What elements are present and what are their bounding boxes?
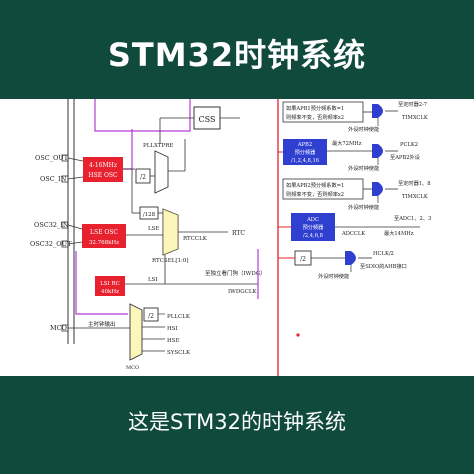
pin-osc32-in: OSC32_IN (34, 221, 69, 229)
adc-prescaler-box (291, 213, 335, 241)
ext-enable-1: 外设时钟使能 (348, 125, 379, 133)
apb2-prescaler-box (283, 139, 327, 165)
ext-enable-4: 外设时钟使能 (318, 272, 349, 280)
red-dot (296, 333, 300, 337)
ext-enable-2: 外设时钟使能 (348, 164, 379, 172)
title-banner: STM32时钟系统 (0, 0, 474, 99)
apb2-pre-l1: APB2 (297, 142, 312, 148)
osc32-in-wire (67, 224, 83, 230)
div2-b-box (143, 307, 159, 322)
lsi-rc-label-2: 40kHz (101, 289, 119, 295)
div128-label: /128 (143, 212, 156, 218)
mco-sysclk: SYSCLK (167, 350, 191, 356)
pin-mco: MCO (50, 324, 67, 332)
lsi-rc-label-1: LSI RC (100, 281, 120, 287)
timer27-label: 至定时器2-7 (398, 100, 427, 108)
div2-c-label: /2 (300, 256, 306, 263)
lse-osc-box (82, 224, 126, 248)
div2-a-label: /2 (140, 174, 146, 181)
iwdg-label: 至独立看门狗（IWDG） (205, 269, 266, 277)
max14-label: 最大14MHz (384, 229, 414, 237)
apb2-note-1: 如果APB2预分频系数=1 (286, 181, 344, 189)
clock-tree-diagram: OSC_OUT OSC_IN OSC32_IN OSC32_OUT MCO 4-… (0, 99, 474, 376)
and-gate-1 (372, 104, 383, 118)
pllxtpre-label: PLLXTPRE (143, 143, 173, 149)
and-gate-3 (372, 182, 383, 196)
mco-hsi: HSI (167, 326, 178, 332)
osc-out-wire (67, 157, 84, 162)
timxclk-1: TIMXCLK (402, 115, 428, 121)
lse-label: LSE (148, 226, 159, 232)
mco-bottom-label: MCO (126, 365, 139, 371)
adc-pre-l2: 预分频器 (303, 223, 325, 231)
timer18-label: 至定时器1、8 (398, 179, 431, 187)
css-label: CSS (199, 115, 216, 124)
rtc-mux (162, 208, 179, 256)
adc-pre-l1: ADC (306, 217, 319, 223)
purple-path-1 (94, 99, 191, 132)
adc-pre-l3: /2,4,6,8 (303, 233, 323, 239)
timxclk-2: TIMXCLK (402, 194, 428, 200)
apb2-note-2: 则频率不变，否则频率x2 (286, 190, 344, 198)
and-gate-4 (345, 251, 356, 265)
ext-enable-3: 外设时钟使能 (348, 203, 379, 211)
adcclk-label: ADCCLK (341, 231, 365, 237)
lsi-rc-box (95, 276, 125, 296)
mco-mux (129, 303, 143, 361)
clock-tree-svg: OSC_OUT OSC_IN OSC32_IN OSC32_OUT MCO 4-… (30, 99, 431, 376)
purple-path-2 (123, 129, 133, 170)
rtc-label: RTC (232, 230, 245, 237)
pin-osc-out: OSC_OUT (35, 154, 69, 162)
purple-mco-path (75, 251, 128, 315)
mco-hse: HSE (167, 338, 180, 344)
iwdgclk-label: IWDGCLK (228, 289, 257, 295)
rtc-mux-fill (163, 209, 178, 255)
to-sdio-label: 至SDIO的AHB接口 (360, 262, 407, 270)
to-adc-label: 至ADC1、2、3 (394, 215, 431, 222)
osc32-out-wire (67, 241, 83, 245)
div2-b-label: /2 (148, 313, 154, 320)
apb1-note-2: 则频率不变，否则频率x2 (286, 113, 344, 121)
lse-osc-label-1: LSE OSC (90, 229, 118, 236)
pin-osc-in: OSC_IN (40, 175, 67, 183)
mco-mux-fill (130, 304, 142, 360)
pin-osc32-out: OSC32_OUT (30, 240, 72, 248)
caption-banner: 这是STM32的时钟系统 (0, 376, 474, 474)
and-gate-2 (372, 144, 383, 158)
hse-osc-label-2: HSE OSC (88, 172, 118, 179)
banner-title: STM32时钟系统 (107, 36, 367, 74)
apb2-pre-l2: 预分频器 (295, 148, 317, 156)
lse-osc-label-2: 32.768kHz (89, 240, 119, 246)
rtcclk-label: RTCCLK (183, 236, 208, 242)
osc-in-wire (67, 176, 84, 180)
lsi-label: LSI (148, 277, 158, 283)
apb2-pre-l3: /1,2,4,8,16 (291, 158, 319, 164)
hse-osc-box (83, 157, 123, 182)
caption-text: 这是STM32的时钟系统 (128, 410, 346, 434)
hse-osc-label-1: 4-16MHz (89, 162, 117, 169)
max72-label: 最大72MHz (332, 139, 362, 147)
apb1-note-1: 如果APB1预分频系数=1 (286, 104, 344, 112)
hclk2-label: HCLK/2 (373, 251, 394, 257)
pclk2-label: PCLK2 (400, 142, 418, 148)
mco-pllclk: PLLCLK (167, 314, 191, 320)
mco-output-label: 主时钟输出 (88, 320, 116, 328)
rtcsel-label: RTCSEL[1:0] (152, 258, 189, 264)
pllxtpre-mux (154, 150, 169, 194)
to-apb2-label: 至APB2外设 (390, 153, 420, 161)
